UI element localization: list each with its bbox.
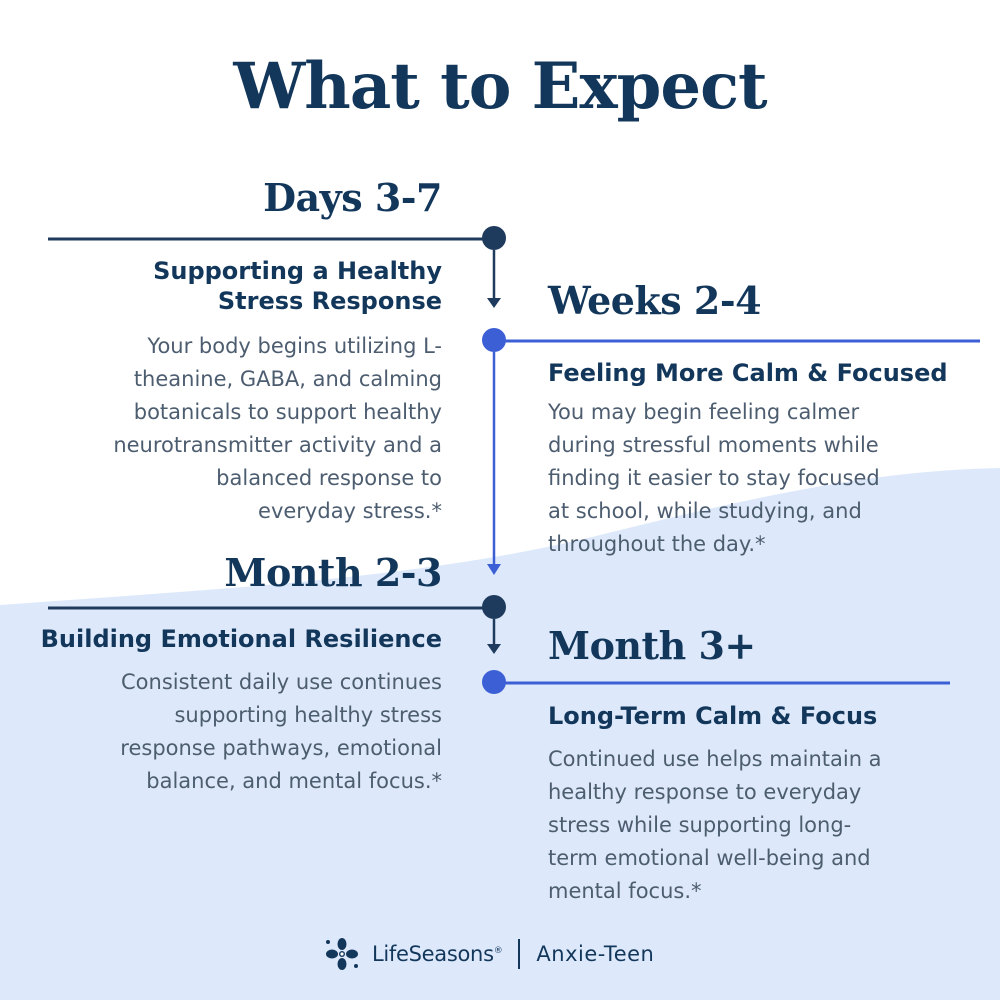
- phase-heading-days: Days 3-7: [263, 175, 442, 220]
- phase-subheading-days: Supporting a Healthy Stress Response: [153, 256, 442, 316]
- phase-body-line: stress while supporting long-: [548, 813, 852, 837]
- phase-heading-month23: Month 2-3: [224, 550, 442, 595]
- brand-name: LifeSeasons®: [372, 942, 503, 966]
- phase-body-month23: Consistent daily use continues supportin…: [120, 666, 442, 798]
- phase-body-line: healthy response to everyday: [548, 780, 862, 804]
- phase-body-line: Consistent daily use continues: [121, 670, 442, 694]
- phase-heading-month3plus: Month 3+: [548, 623, 756, 668]
- phase-body-line: neurotransmitter activity and a: [113, 433, 442, 457]
- timeline-node-month3plus: [482, 670, 506, 694]
- phase-body-line: everyday stress.*: [258, 499, 442, 523]
- phase-subheading-month23: Building Emotional Resilience: [40, 625, 442, 653]
- phase-body-line: Continued use helps maintain a: [548, 747, 882, 771]
- timeline-arrow-2: [487, 564, 501, 575]
- timeline-arrow-1: [487, 298, 501, 308]
- phase-body-days: Your body begins utilizing L- theanine, …: [113, 330, 442, 528]
- phase-body-line: theanine, GABA, and calming: [133, 367, 442, 391]
- timeline-node-month23: [482, 595, 506, 619]
- timeline-arrow-3: [487, 644, 501, 654]
- phase-heading-weeks: Weeks 2-4: [548, 278, 762, 323]
- phase-body-line: botanicals to support healthy: [133, 400, 442, 424]
- phase-body-line: You may begin feeling calmer: [548, 400, 860, 424]
- background-wave: [0, 468, 1000, 1000]
- footer-logo: LifeSeasons® Anxie-Teen: [322, 934, 654, 974]
- timeline-node-weeks: [482, 328, 506, 352]
- phase-body-month3plus: Continued use helps maintain a healthy r…: [548, 743, 882, 908]
- phase-subheading-days-line2: Stress Response: [217, 287, 442, 315]
- phase-body-line: response pathways, emotional: [120, 736, 442, 760]
- product-name: Anxie-Teen: [536, 942, 655, 966]
- phase-body-line: Your body begins utilizing L-: [147, 334, 442, 358]
- phase-body-line: balance, and mental focus.*: [146, 769, 442, 793]
- phase-body-line: during stressful moments while: [548, 433, 879, 457]
- phase-body-line: term emotional well-being and: [548, 846, 871, 870]
- timeline-node-days: [482, 226, 506, 250]
- logo-divider: [518, 939, 521, 969]
- phase-body-weeks: You may begin feeling calmer during stre…: [548, 396, 880, 561]
- phase-body-line: balanced response to: [216, 466, 442, 490]
- flower-icon: [326, 938, 358, 970]
- phase-body-line: throughout the day.*: [548, 532, 766, 556]
- phase-subheading-days-line1: Supporting a Healthy: [153, 257, 442, 285]
- page-title: What to Expect: [233, 49, 767, 124]
- phase-subheading-month3plus: Long-Term Calm & Focus: [548, 702, 878, 730]
- phase-subheading-weeks: Feeling More Calm & Focused: [548, 359, 948, 387]
- phase-body-line: mental focus.*: [548, 879, 702, 903]
- phase-body-line: at school, while studying, and: [548, 499, 862, 523]
- phase-body-line: supporting healthy stress: [174, 703, 442, 727]
- phase-body-line: finding it easier to stay focused: [548, 466, 880, 490]
